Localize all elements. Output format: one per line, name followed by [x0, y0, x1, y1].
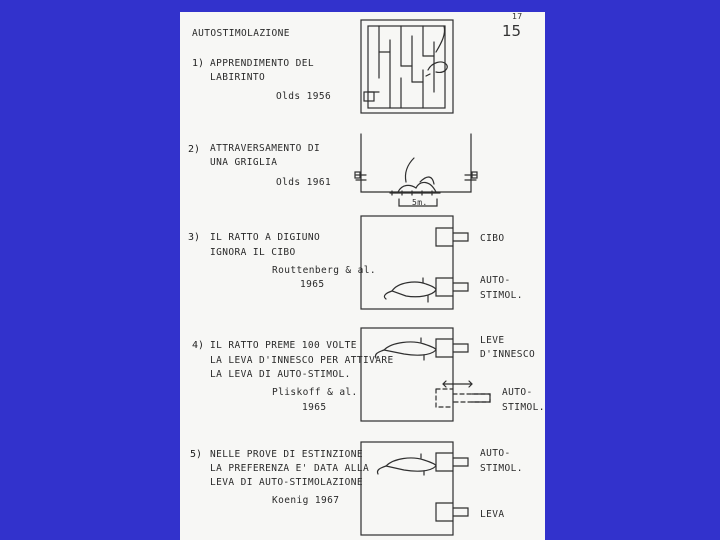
item-1-line-1: APPRENDIMENTO DEL — [210, 58, 315, 69]
item-5-line-1: NELLE PROVE DI ESTINZIONE — [210, 449, 363, 460]
item-2-line-1: ATTRAVERSAMENTO DI — [210, 143, 321, 154]
item-5-line-3: LEVA DI AUTO-STIMOLAZIONE — [210, 477, 363, 488]
grid-scale-label: 5m. — [412, 198, 428, 207]
extinction-diagram — [360, 441, 469, 536]
label-auto-4a: AUTO- — [502, 387, 533, 398]
item-3-line-2: IGNORA IL CIBO — [210, 247, 296, 258]
maze-diagram — [360, 19, 454, 114]
scanned-page: AUTOSTIMOLAZIONE 15 17 1) APPRENDIMENTO … — [180, 12, 545, 540]
item-4-line-1: IL RATTO PREME 100 VOLTE — [210, 340, 357, 351]
item-4-number: 4) — [192, 340, 205, 351]
item-4-reference: Pliskoff & al. — [272, 387, 358, 398]
page-number-small: 17 — [512, 12, 523, 21]
label-leve: LEVE — [480, 335, 505, 346]
item-2-reference: Olds 1961 — [276, 177, 332, 188]
page-number: 15 — [502, 22, 522, 40]
item-4-line-3: LA LEVA DI AUTO-STIMOL. — [210, 369, 351, 380]
label-leva: LEVA — [480, 509, 505, 520]
item-5-number: 5) — [190, 449, 203, 460]
item-4-line-2: LA LEVA D'INNESCO PER ATTIVARE — [210, 355, 394, 366]
grid-crossing-diagram — [354, 133, 478, 207]
label-auto-5a: AUTO- — [480, 448, 511, 459]
item-3-line-1: IL RATTO A DIGIUNO — [210, 232, 321, 243]
food-vs-stim-diagram — [360, 215, 469, 310]
item-2-number: 2) — [188, 144, 201, 155]
item-5-reference: Koenig 1967 — [272, 495, 340, 506]
sketches — [354, 19, 491, 536]
item-2-line-2: UNA GRIGLIA — [210, 157, 278, 168]
label-innesco: D'INNESCO — [480, 349, 536, 360]
item-1-reference: Olds 1956 — [276, 91, 332, 102]
label-auto-3b: STIMOL. — [480, 290, 523, 301]
item-4-reference-year: 1965 — [302, 402, 327, 413]
item-3-reference: Routtenberg & al. — [272, 265, 377, 276]
label-auto-5b: STIMOL. — [480, 463, 523, 474]
label-cibo: CIBO — [480, 233, 505, 244]
item-5-line-2: LA PREFERENZA E' DATA ALLA — [210, 463, 370, 474]
page-title: AUTOSTIMOLAZIONE — [192, 28, 290, 39]
label-auto-3a: AUTO- — [480, 275, 511, 286]
trigger-lever-diagram — [360, 327, 491, 422]
label-auto-4b: STIMOL. — [502, 402, 545, 413]
item-3-reference-year: 1965 — [300, 279, 325, 290]
item-1-number: 1) — [192, 58, 205, 69]
item-1-line-2: LABIRINTO — [210, 72, 266, 83]
item-3-number: 3) — [188, 232, 201, 243]
